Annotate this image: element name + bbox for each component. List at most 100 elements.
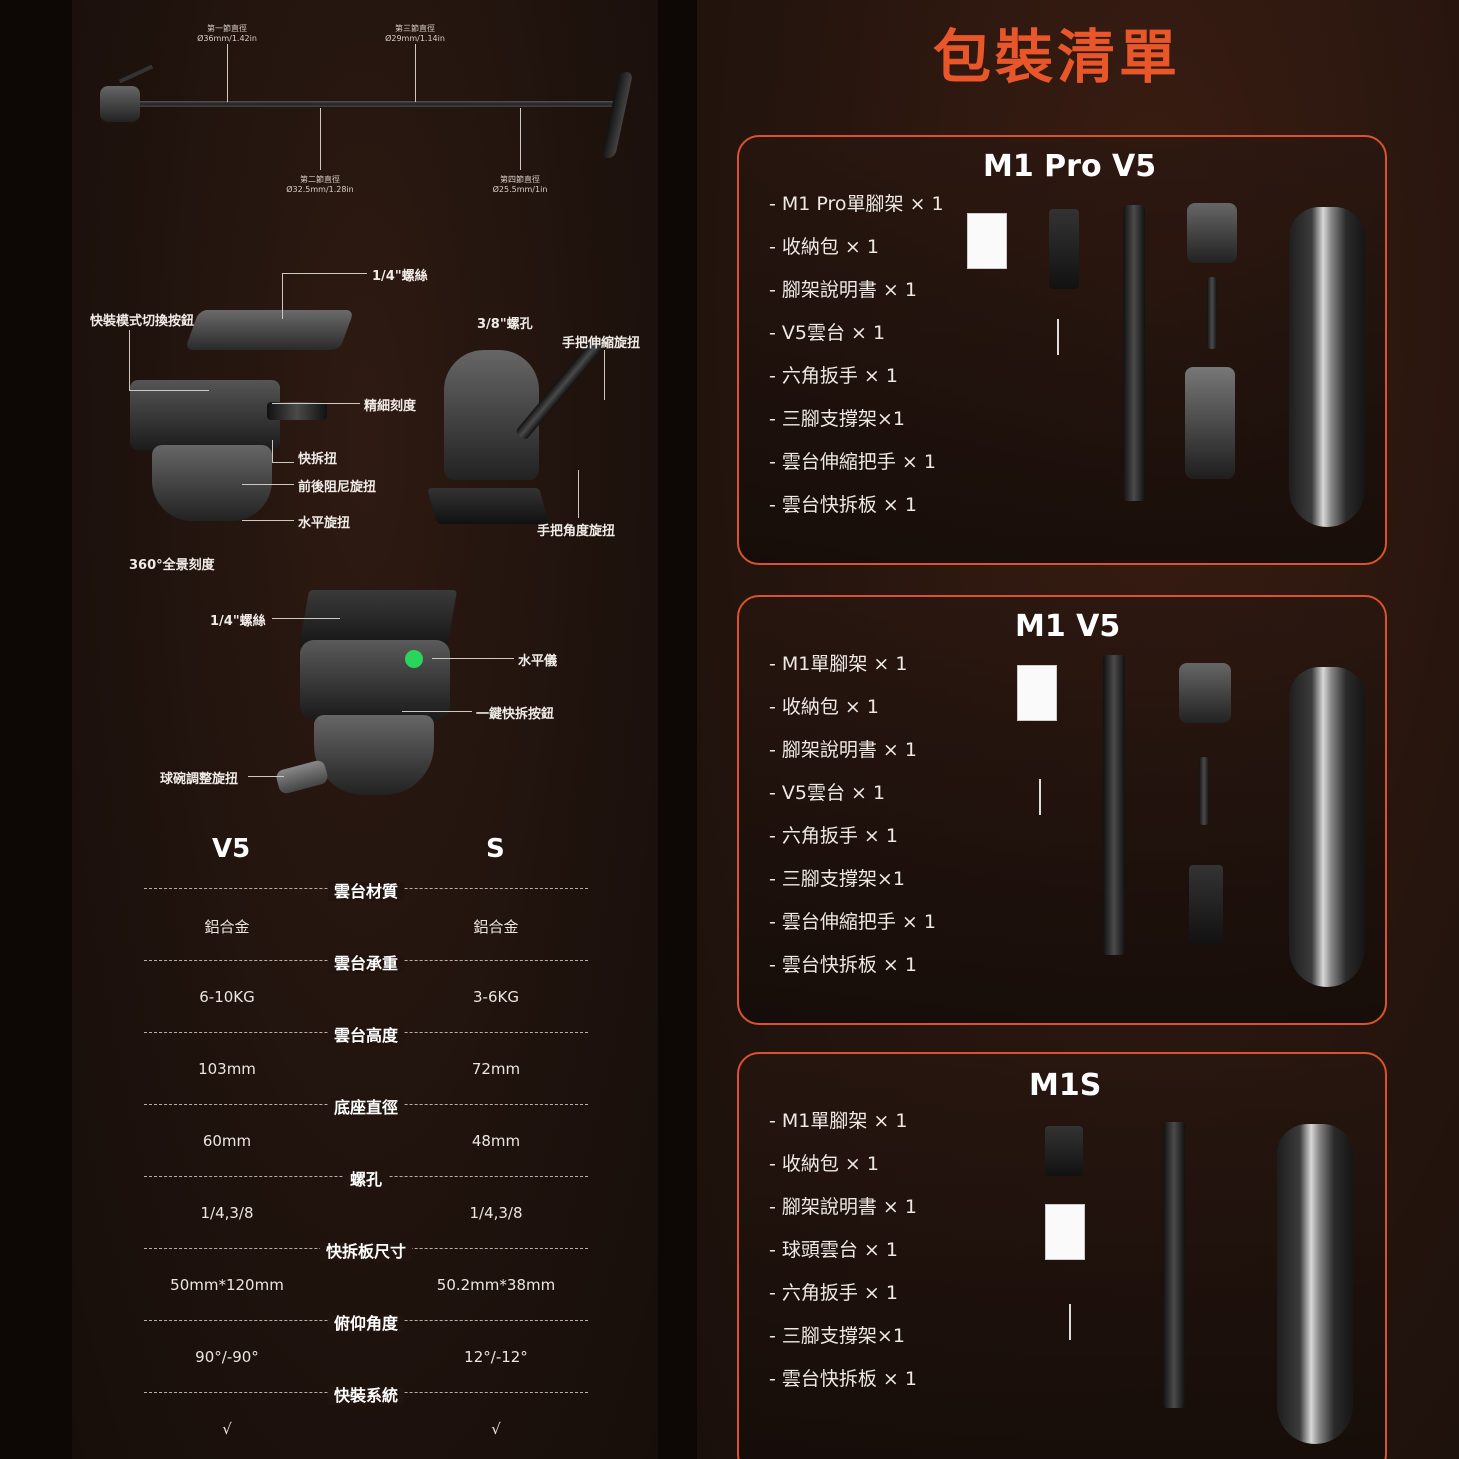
label-ball-screw: 1/4"螺絲 — [210, 614, 266, 629]
spec-value-s: 1/4,3/8 — [469, 1204, 523, 1222]
spec-row-label: 雲台高度 — [144, 1022, 588, 1045]
manual-icon — [1045, 1204, 1085, 1260]
package-item: - 六角扳手 × 1 — [769, 1282, 898, 1304]
package-item: - 三腳支撐架×1 — [769, 868, 905, 890]
spec-row-label: 雲台承重 — [144, 950, 588, 973]
package-box-m1s: M1S - M1單腳架 × 1 - 收納包 × 1 - 腳架說明書 × 1 - 球頭雲… — [737, 1052, 1387, 1459]
label-quick-release-knob: 快拆扭 — [298, 452, 338, 467]
package-item: - 六角扳手 × 1 — [769, 825, 898, 847]
spec-value-v5: 50mm*120mm — [170, 1276, 284, 1294]
spec-value-s: 鋁合金 — [473, 918, 519, 936]
carry-bag-icon — [1289, 667, 1365, 987]
spec-row-label: 雲台材質 — [144, 878, 588, 901]
spec-value-v5: 103mm — [198, 1060, 256, 1078]
package-title: M1 Pro V5 — [983, 149, 1157, 184]
spec-row-label: 底座直徑 — [144, 1094, 588, 1117]
spec-value-s: √ — [491, 1420, 501, 1438]
spec-row-label-text: 俯仰角度 — [327, 1314, 404, 1333]
spec-value-v5: 90°/-90° — [195, 1348, 259, 1366]
package-item: - 三腳支撐架×1 — [769, 408, 905, 430]
carry-bag-icon — [1277, 1124, 1353, 1444]
handle-icon — [1199, 757, 1209, 825]
package-item: - 三腳支撐架×1 — [769, 1325, 905, 1347]
spec-value-v5: 鋁合金 — [204, 918, 250, 936]
label-bowl-adjust-knob: 球碗調整旋扭 — [160, 772, 239, 787]
label-screw-1-4: 1/4"螺絲 — [372, 269, 428, 284]
video-head-icon — [1179, 663, 1231, 723]
package-item: - 腳架說明書 × 1 — [769, 739, 917, 761]
monopod-icon — [1103, 655, 1125, 955]
spec-value-s: 3-6KG — [473, 988, 519, 1006]
spec-row-label-text: 快裝系統 — [327, 1386, 404, 1405]
spec-value-s: 12°/-12° — [464, 1348, 528, 1366]
label-panorama-scale: 360°全景刻度 — [129, 558, 215, 573]
package-box-m1-v5: M1 V5 - M1單腳架 × 1- 收納包 × 1- 腳架說明書 × 1- V… — [737, 595, 1387, 1025]
package-item: - 收納包 × 1 — [769, 236, 879, 258]
package-item: - M1 Pro單腳架 × 1 — [769, 193, 944, 215]
package-item: - 雲台快拆板 × 1 — [769, 494, 917, 516]
package-item: - 收納包 × 1 — [769, 1153, 879, 1175]
spec-value-v5: 1/4,3/8 — [200, 1204, 254, 1222]
package-item: - 收納包 × 1 — [769, 696, 879, 718]
spec-row-label: 快拆板尺寸 — [144, 1238, 588, 1261]
quick-plate-icon — [1049, 209, 1079, 289]
spec-col-v5: V5 — [212, 834, 251, 864]
hex-key-icon — [1069, 1304, 1071, 1340]
tripod-base-icon — [1185, 367, 1235, 479]
package-item: - 雲台快拆板 × 1 — [769, 954, 917, 976]
package-item: - 腳架說明書 × 1 — [769, 1196, 917, 1218]
label-one-click-release: 一鍵快拆按鈕 — [476, 707, 555, 722]
spec-row-label-text: 雲台材質 — [327, 882, 404, 901]
package-item: - 六角扳手 × 1 — [769, 365, 898, 387]
bubble-level-icon — [405, 650, 423, 668]
package-item: - M1單腳架 × 1 — [769, 653, 908, 675]
label-quick-mode-button: 快裝模式切換按鈕 — [90, 314, 195, 329]
manual-icon — [967, 213, 1007, 269]
carry-bag-icon — [1289, 207, 1365, 527]
quick-plate-icon — [1045, 1126, 1083, 1176]
label-level-knob: 水平旋扭 — [298, 516, 351, 531]
package-item: - 球頭雲台 × 1 — [769, 1239, 898, 1261]
package-box-m1-pro-v5: M1 Pro V5 - M1 Pro單腳架 × 1 - 收納包 × 1 - 腳架說明… — [737, 135, 1387, 565]
spec-row-label: 快裝系統 — [144, 1382, 588, 1405]
package-title: M1 V5 — [1015, 609, 1121, 644]
label-spirit-level: 水平儀 — [518, 654, 558, 669]
package-item: - 雲台快拆板 × 1 — [769, 1368, 917, 1390]
handle-icon — [1207, 277, 1217, 349]
spec-value-v5: 60mm — [202, 1132, 252, 1150]
spec-value-s: 48mm — [471, 1132, 521, 1150]
spec-value-s: 72mm — [471, 1060, 521, 1078]
package-item: - M1單腳架 × 1 — [769, 1110, 908, 1132]
package-item: - 腳架說明書 × 1 — [769, 279, 917, 301]
label-handle-extend-knob: 手把伸縮旋扭 — [562, 336, 641, 351]
right-panel: 包裝清單 M1 Pro V5 - M1 Pro單腳架 × 1 - 收納包 × 1 -… — [697, 0, 1459, 1459]
spec-row-label-text: 雲台承重 — [327, 954, 404, 973]
label-fine-scale: 精細刻度 — [364, 399, 417, 414]
package-item: - V5雲台 × 1 — [769, 322, 886, 344]
package-title: M1S — [1029, 1068, 1102, 1103]
spec-row-label-text: 螺孔 — [343, 1170, 388, 1189]
monopod-icon — [1163, 1122, 1185, 1408]
hex-key-icon — [1039, 779, 1041, 815]
packing-list-title: 包裝清單 — [933, 23, 1182, 91]
spec-value-v5: 6-10KG — [199, 988, 255, 1006]
label-screw-hole-3-8: 3/8"螺孔 — [477, 317, 533, 332]
spec-col-s: S — [486, 834, 505, 864]
spec-row-label-text: 快拆板尺寸 — [319, 1242, 412, 1261]
label-handle-angle-knob: 手把角度旋扭 — [537, 524, 616, 539]
package-item: - 雲台伸縮把手 × 1 — [769, 911, 936, 933]
spec-row-label: 俯仰角度 — [144, 1310, 588, 1333]
spec-value-s: 50.2mm*38mm — [436, 1276, 556, 1294]
package-item: - 雲台伸縮把手 × 1 — [769, 451, 936, 473]
label-damping-knob: 前後阻尼旋扭 — [298, 480, 377, 495]
hex-key-icon — [1057, 319, 1059, 355]
spec-row-label-text: 雲台高度 — [327, 1026, 404, 1045]
quick-plate-icon — [1189, 865, 1223, 945]
manual-icon — [1017, 665, 1057, 721]
video-head-icon — [1187, 203, 1237, 263]
